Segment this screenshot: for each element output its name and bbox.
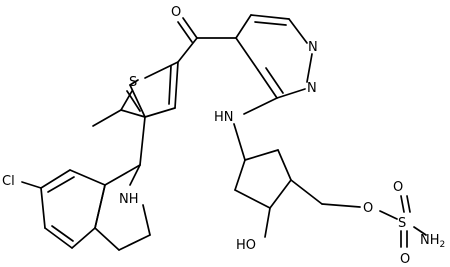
atom-o-sulfamate-ester: O xyxy=(363,201,373,216)
atom-s-thiophene: S xyxy=(129,75,137,90)
atom-o-sulfamate-bottom: O xyxy=(400,252,410,267)
atom-nh2-nh: NH xyxy=(420,233,440,248)
atom-o-carbonyl: O xyxy=(171,5,181,20)
atom-hydroxyl: HO xyxy=(236,238,256,253)
atom-o-sulfamate-top: O xyxy=(393,180,403,195)
atom-labels: O S N N HN Cl NH O S O O NH2 HO xyxy=(2,5,445,267)
atom-chlorine: Cl xyxy=(2,174,15,189)
bonds xyxy=(21,14,427,251)
atom-n-pyrimidine-bottom: N xyxy=(307,81,317,96)
atom-nh-amine: HN xyxy=(214,110,234,125)
atom-s-sulfamate: S xyxy=(398,216,406,231)
atom-nh2-subscript: 2 xyxy=(440,240,446,250)
atom-n-pyrimidine-top: N xyxy=(308,40,318,55)
atom-nh-ring: NH xyxy=(119,192,139,207)
atom-nh2: NH2 xyxy=(420,233,445,250)
